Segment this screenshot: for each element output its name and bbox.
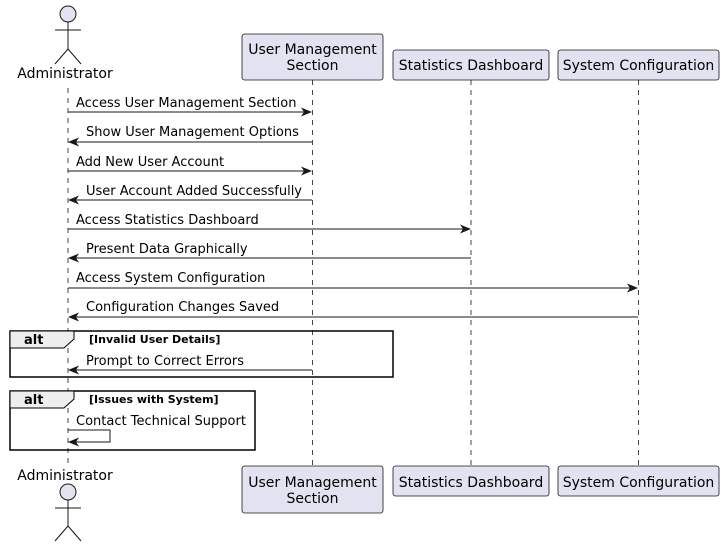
alt-tab	[9, 330, 75, 349]
participant-statistics-dashboard-bottom: Statistics Dashboard	[392, 465, 550, 497]
alt-guard: [Issues with System]	[89, 393, 219, 406]
message-4: User Account Added Successfully	[68, 184, 312, 205]
participant-label: System Configuration	[563, 475, 715, 491]
actor-administrator-label: Administrator	[17, 468, 113, 484]
participant-label-line1: User Management	[248, 475, 377, 491]
message-8: Configuration Changes Saved	[68, 300, 638, 322]
message-2: Show User Management Options	[68, 125, 312, 147]
participant-user-management-section-bottom: User Management Section	[241, 465, 384, 514]
message-label: Show User Management Options	[86, 125, 299, 140]
message-3: Add New User Account	[68, 155, 312, 176]
actor-head-icon	[59, 483, 77, 501]
actor-head-icon	[59, 5, 77, 23]
message-label: Contact Technical Support	[76, 414, 246, 429]
alt-block-issues-with-system: alt [Issues with System] Contact Technic…	[9, 390, 256, 451]
participant-label-line2: Section	[286, 58, 338, 74]
message-5: Access Statistics Dashboard	[68, 213, 471, 234]
message-1: Access User Management Section	[68, 96, 312, 117]
message-label: Add New User Account	[76, 155, 224, 170]
actor-administrator-top: Administrator	[17, 5, 113, 82]
participant-label: System Configuration	[563, 58, 715, 74]
participant-label-line1: User Management	[248, 42, 377, 58]
message-label: Access User Management Section	[76, 96, 296, 111]
alt-frame	[9, 330, 394, 378]
participant-label: Statistics Dashboard	[399, 58, 543, 74]
message-7: Access System Configuration	[68, 271, 638, 293]
alt-keyword: alt	[24, 393, 43, 408]
participant-user-management-section-top: User Management Section	[241, 33, 384, 81]
alt-frame	[9, 390, 256, 451]
participant-label: Statistics Dashboard	[399, 475, 543, 491]
actor-administrator-label: Administrator	[17, 66, 113, 82]
alt-keyword: alt	[24, 333, 43, 348]
alt-guard: [Invalid User Details]	[89, 333, 220, 346]
alt-tab	[9, 390, 75, 409]
message-label: Present Data Graphically	[86, 242, 248, 257]
message-label: User Account Added Successfully	[86, 184, 302, 199]
alt-block-invalid-user-details: alt [Invalid User Details] Prompt to Cor…	[9, 330, 394, 378]
message-label: Configuration Changes Saved	[86, 300, 279, 315]
participant-label-line2: Section	[286, 491, 338, 507]
message-label: Access System Configuration	[76, 271, 265, 286]
message-label: Prompt to Correct Errors	[86, 354, 244, 369]
participant-statistics-dashboard-top: Statistics Dashboard	[392, 49, 550, 81]
message-label: Access Statistics Dashboard	[76, 213, 259, 228]
participant-system-configuration-bottom: System Configuration	[557, 465, 720, 497]
participant-system-configuration-top: System Configuration	[557, 49, 720, 81]
message-6: Present Data Graphically	[68, 242, 471, 263]
actor-administrator-bottom: Administrator	[17, 468, 113, 542]
